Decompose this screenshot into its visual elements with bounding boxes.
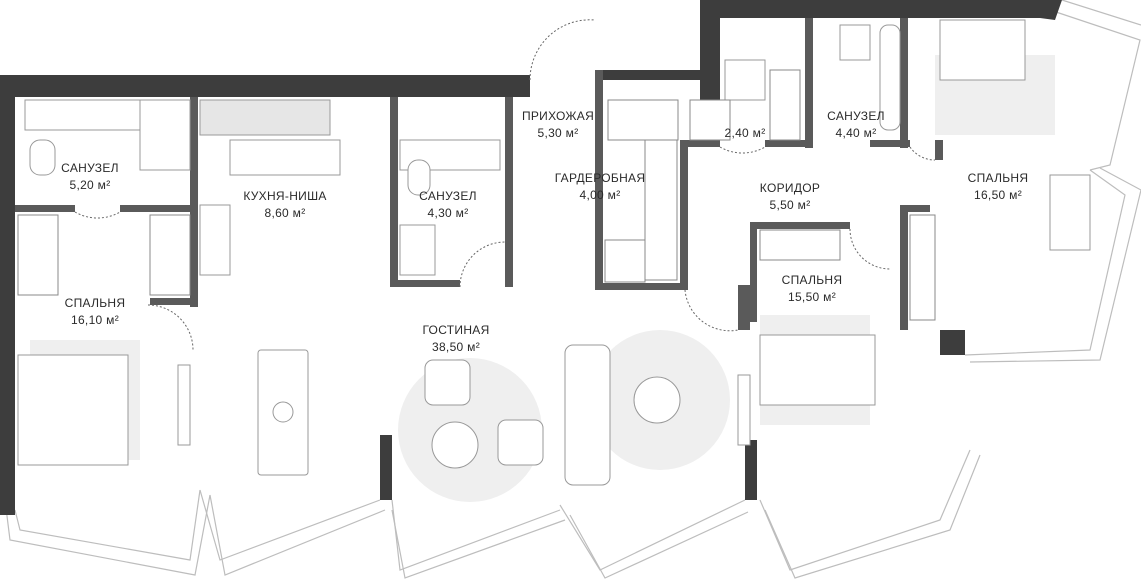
room-area: 38,50 м² [431, 340, 480, 354]
room-name: ГАРДЕРОБНАЯ [554, 171, 646, 185]
room-name: ПРИХОЖАЯ [521, 109, 595, 123]
room-area: 5,30 м² [537, 126, 579, 140]
room-name: СПАЛЬНЯ [64, 296, 126, 310]
room-name: СПАЛЬНЯ [967, 171, 1029, 185]
room-area: 4,40 м² [835, 126, 877, 140]
doors [74, 19, 936, 351]
room-name: САНУЗЕЛ [827, 109, 885, 123]
room-name: КОРИДОР [759, 181, 821, 195]
room-area: 8,60 м² [264, 206, 306, 220]
room-label-wardrobe: ГАРДЕРОБНАЯ 4,00 м² [555, 170, 646, 204]
room-label-corridor: КОРИДОР 5,50 м² [760, 180, 820, 214]
windows [4, 0, 1141, 579]
room-label-storage: 2,40 м² [724, 125, 765, 142]
room-area: 2,40 м² [724, 126, 766, 140]
room-label-bedroom-c: СПАЛЬНЯ 15,50 м² [782, 272, 843, 306]
room-label-bedroom-w: СПАЛЬНЯ 16,10 м² [65, 295, 126, 329]
wardrobe-rails [17, 69, 936, 321]
room-label-bath-3: САНУЗЕЛ 4,40 м² [827, 108, 885, 142]
room-area: 16,10 м² [70, 313, 119, 327]
room-name: САНУЗЕЛ [61, 161, 119, 175]
room-label-bath-1: САНУЗЕЛ 5,20 м² [61, 160, 119, 194]
room-label-kitchen: КУХНЯ-НИША 8,60 м² [243, 188, 326, 222]
room-label-hall: ПРИХОЖАЯ 5,30 м² [522, 108, 594, 142]
room-area: 4,00 м² [579, 188, 621, 202]
room-label-bedroom-ne: СПАЛЬНЯ 16,50 м² [968, 170, 1029, 204]
room-area: 4,30 м² [427, 206, 469, 220]
room-area: 5,50 м² [769, 198, 811, 212]
room-area: 15,50 м² [787, 290, 836, 304]
room-label-living: ГОСТИНАЯ 38,50 м² [422, 322, 489, 356]
partitions [15, 18, 943, 330]
room-area: 16,50 м² [973, 188, 1022, 202]
room-name: КУХНЯ-НИША [243, 189, 327, 203]
room-area: 5,20 м² [69, 178, 111, 192]
exterior-walls [0, 0, 1062, 515]
room-name: САНУЗЕЛ [419, 189, 477, 203]
room-name: СПАЛЬНЯ [781, 273, 843, 287]
room-name: ГОСТИНАЯ [422, 323, 490, 337]
room-label-bath-2: САНУЗЕЛ 4,30 м² [419, 188, 477, 222]
fixtures [17, 19, 1091, 486]
